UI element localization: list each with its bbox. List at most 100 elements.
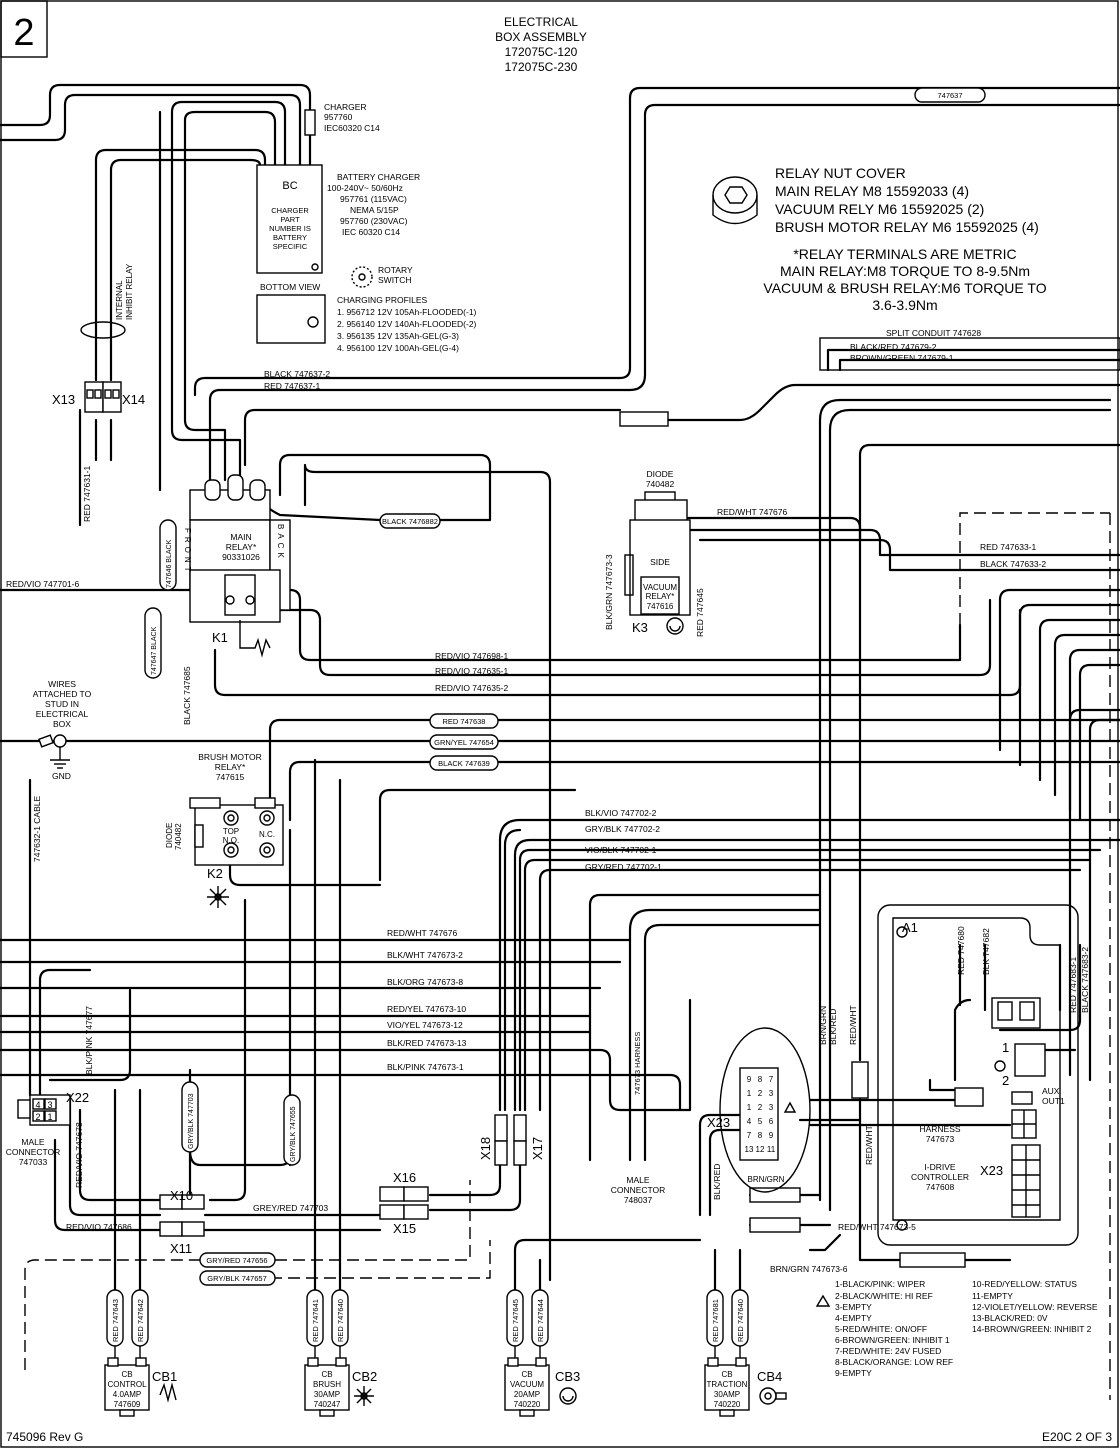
tag-black-747639-label: BLACK 747639 bbox=[438, 759, 490, 768]
x23-male-connector-2: CONNECTOR bbox=[611, 1185, 666, 1195]
wire-red-vio-747686: RED/VIO 747686 bbox=[66, 1222, 132, 1232]
k1-label: K1 bbox=[212, 630, 228, 645]
cb3-text-4: 740220 bbox=[514, 1400, 541, 1409]
svg-text:3: 3 bbox=[769, 1089, 774, 1098]
charger-label-3: IEC60320 C14 bbox=[324, 123, 380, 133]
tag-gry-blk-747657-label: GRY/BLK 747657 bbox=[207, 1274, 267, 1283]
doc-number: 745096 Rev G bbox=[6, 1430, 83, 1444]
svg-text:11: 11 bbox=[767, 1145, 776, 1154]
bc-text-1: CHARGER bbox=[271, 206, 309, 215]
svg-text:6: 6 bbox=[769, 1117, 774, 1126]
tag-black-7476882-label: BLACK 7476882 bbox=[382, 517, 438, 526]
bc-info-1: BATTERY CHARGER bbox=[337, 172, 420, 182]
tag-gry-red-747656-label: GRY/RED 747656 bbox=[206, 1256, 267, 1265]
a1-pin-2: 2 bbox=[1002, 1073, 1009, 1088]
cb1-text-2: CONTROL bbox=[107, 1380, 147, 1389]
charging-profile-3: 3. 956135 12V 135Ah-GEL(G-3) bbox=[337, 331, 459, 341]
wire-blk-pink-747677: BLK/PINK 747677 bbox=[84, 1006, 94, 1075]
svg-text:4: 4 bbox=[35, 1100, 40, 1110]
k3-text-1: VACUUM bbox=[643, 583, 677, 592]
cb3-text-1: CB bbox=[521, 1370, 532, 1379]
pin-legend: 1-BLACK/PINK: WIPER 2-BLACK/WHITE: HI RE… bbox=[815, 1279, 1098, 1378]
bc-text-3: NUMBER IS bbox=[269, 224, 311, 233]
cb4-wire-a: RED 747681 bbox=[711, 1299, 720, 1342]
cb2-text-3: 30AMP bbox=[314, 1390, 340, 1399]
k3-diode-label-2: 740482 bbox=[646, 479, 675, 489]
ground-note-2: ATTACHED TO bbox=[33, 689, 92, 699]
bc-info-5: 957760 (230VAC) bbox=[340, 216, 408, 226]
x23-brn-grn: BRN/GRN bbox=[748, 1175, 785, 1184]
svg-text:8: 8 bbox=[758, 1075, 763, 1084]
x18-connector: X18 bbox=[478, 1114, 508, 1166]
k2-title-1: BRUSH MOTOR bbox=[198, 752, 262, 762]
legend-left-2: 2-BLACK/WHITE: HI REF bbox=[835, 1291, 933, 1301]
cb1: CB CONTROL 4.0AMP 747609 CB1 bbox=[104, 1346, 177, 1417]
x11-label: X11 bbox=[170, 1241, 192, 1256]
svg-text:3: 3 bbox=[47, 1100, 52, 1110]
svg-text:1: 1 bbox=[747, 1089, 752, 1098]
wire-black-747683-2: BLACK 747683-2 bbox=[1080, 947, 1090, 1013]
ground-note-4: ELECTRICAL bbox=[36, 709, 89, 719]
gnd-label: GND bbox=[52, 771, 71, 781]
svg-text:1: 1 bbox=[47, 1112, 52, 1122]
vacuum-fan-icon bbox=[666, 617, 684, 635]
control-coil-icon bbox=[159, 1382, 177, 1403]
tag-gry-blk-747657 bbox=[199, 1270, 276, 1286]
main-relay-text-2: RELAY* bbox=[226, 542, 257, 552]
svg-text:9: 9 bbox=[769, 1131, 774, 1140]
cb3-wire-a: RED 747645 bbox=[511, 1299, 520, 1342]
k2-title-2: RELAY* bbox=[215, 762, 246, 772]
bc-info-2: 100-240V~ 50/60Hz bbox=[327, 183, 403, 193]
wire-red-747680: RED 747680 bbox=[956, 926, 966, 975]
wire-black-747685: BLACK 747685 bbox=[182, 666, 192, 725]
wire-tags: 747637 BLACK 7476882 RED 747638 GRN/YEL … bbox=[199, 87, 986, 1286]
svg-text:9: 9 bbox=[747, 1075, 752, 1084]
title-line-4: 172075C-230 bbox=[505, 60, 578, 74]
brush-relay-k2: BRUSH MOTOR RELAY* 747615 TOP N.O. N.C. … bbox=[165, 752, 284, 908]
cb1-wire-a: RED 747643 bbox=[111, 1299, 120, 1342]
bc-info-6: IEC 60320 C14 bbox=[342, 227, 400, 237]
wire-blk-grn-747673-3: BLK/GRN 747673-3 bbox=[604, 554, 614, 630]
tag-747647-black bbox=[144, 607, 162, 679]
x16-connector: X16 bbox=[379, 1170, 429, 1202]
x23-male-connector-1: MALE bbox=[626, 1175, 649, 1185]
wire-red-wht-747676: RED/WHT 747676 bbox=[387, 928, 458, 938]
svg-text:4: 4 bbox=[747, 1117, 752, 1126]
nut-cover-icon bbox=[712, 176, 758, 225]
k2-top-label: TOP bbox=[223, 827, 239, 836]
wire-red-747637-1: RED 747637-1 bbox=[264, 381, 321, 391]
rotary-switch-center bbox=[358, 273, 366, 281]
cb4-text-3: 30AMP bbox=[714, 1390, 740, 1399]
k3-label: K3 bbox=[632, 620, 648, 635]
sheet-number: E20C 2 OF 3 bbox=[1042, 1430, 1112, 1444]
bc-info-3: 957761 (115VAC) bbox=[340, 194, 407, 204]
legend-right-3: 12-VIOLET/YELLOW: REVERSE bbox=[972, 1302, 1098, 1312]
connector-747637 bbox=[619, 411, 669, 427]
legend-left-7: 7-RED/WHITE: 24V FUSED bbox=[835, 1346, 941, 1356]
legend-left-6: 6-BROWN/GREEN: INHIBIT 1 bbox=[835, 1335, 950, 1345]
wire-red-wht-x23: RED/WHT bbox=[864, 1125, 874, 1165]
a1-name-2: CONTROLLER bbox=[911, 1172, 969, 1182]
wire-blk-red-747673-13: BLK/RED 747673-13 bbox=[387, 1038, 467, 1048]
tag-gry-blk-747703-label: GRY/BLK 747703 bbox=[188, 1093, 195, 1149]
brush-icon-cb2 bbox=[354, 1386, 374, 1406]
k2-label: K2 bbox=[207, 866, 223, 881]
connector-red-wht-v bbox=[851, 1061, 869, 1099]
charger-label-1: CHARGER bbox=[324, 102, 367, 112]
a1-name-1: I-DRIVE bbox=[924, 1162, 956, 1172]
wire-747632-1-cable: 747632-1 CABLE bbox=[32, 796, 42, 862]
tag-red-747638 bbox=[429, 713, 499, 729]
cb1-text-1: CB bbox=[121, 1370, 132, 1379]
terminals-note-2: MAIN RELAY:M8 TORQUE TO 8-9.5Nm bbox=[780, 263, 1030, 279]
k3-text-3: 747616 bbox=[647, 602, 674, 611]
wire-red-747631-1: RED 747631-1 bbox=[82, 465, 92, 522]
main-relay-k1: MAIN RELAY* 90331026 FRONT BACK K1 bbox=[183, 474, 291, 658]
title-line-3: 172075C-120 bbox=[505, 45, 578, 59]
wire-blk-red-x23: BLK/RED bbox=[712, 1164, 722, 1200]
charger-label-2: 957760 bbox=[324, 112, 353, 122]
wire-gry-red-747702-1: GRY/RED 747702-1 bbox=[585, 862, 662, 872]
title-line-2: BOX ASSEMBLY bbox=[495, 30, 587, 44]
tag-gry-blk-747703 bbox=[181, 1081, 199, 1153]
x14-label: X14 bbox=[122, 392, 145, 407]
